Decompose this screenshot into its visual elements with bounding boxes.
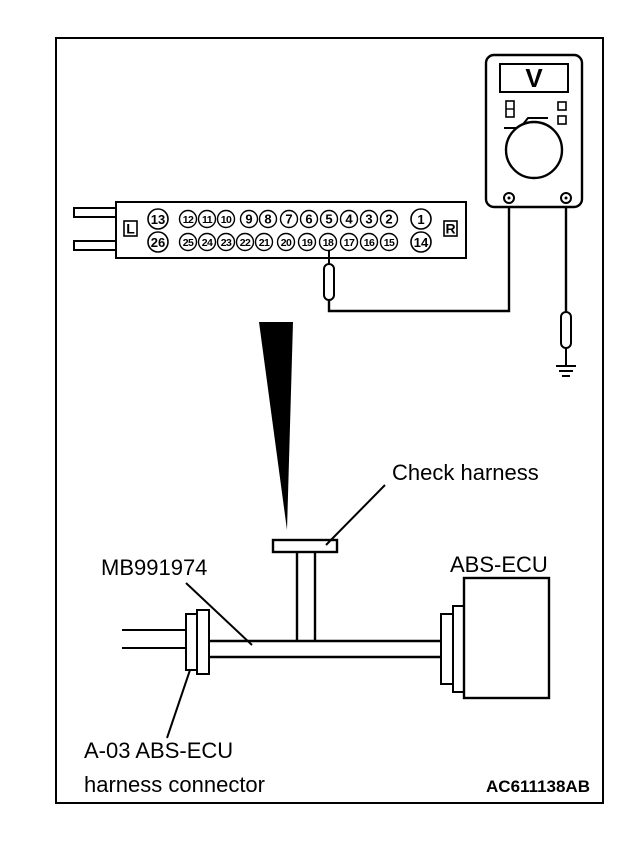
label-connector-line1: A-03 ABS-ECU bbox=[84, 738, 233, 763]
harness-assembly bbox=[122, 538, 551, 700]
connector-right-end-box bbox=[443, 220, 458, 237]
connector-pin-20 bbox=[276, 232, 296, 252]
connector-pin-22-label: 22 bbox=[240, 237, 251, 249]
connector-pin-8-label: 8 bbox=[264, 212, 271, 227]
leader-lines bbox=[166, 484, 386, 739]
connector-pin-10 bbox=[216, 209, 236, 229]
connector-pin-25 bbox=[178, 232, 198, 252]
label-mb-tool: MB991974 bbox=[101, 555, 207, 580]
zoom-pointer-wedge bbox=[259, 322, 293, 530]
label-figure-code: AC611138AB bbox=[486, 777, 590, 796]
connector-pin-1 bbox=[410, 208, 432, 230]
connector-pin-21-label: 21 bbox=[259, 237, 270, 249]
connector-pin-26-label: 26 bbox=[151, 235, 165, 250]
connector-pin-5-label: 5 bbox=[325, 212, 332, 227]
voltmeter-dial bbox=[504, 120, 564, 180]
connector-pin-19 bbox=[297, 232, 317, 252]
connector-pin-7-label: 7 bbox=[285, 212, 292, 227]
connector-pin-11 bbox=[197, 209, 217, 229]
connector-pin-15-label: 15 bbox=[384, 237, 395, 249]
connector-pin-22 bbox=[235, 232, 255, 252]
connector-pin-23-label: 23 bbox=[221, 237, 232, 249]
connector-pin-13 bbox=[147, 208, 169, 230]
connector-pin-26 bbox=[147, 231, 169, 253]
leader-mb-tool bbox=[185, 582, 253, 646]
ground-probe-body bbox=[560, 311, 572, 349]
connector-pin-9-label: 9 bbox=[245, 212, 252, 227]
connector-pin-13-label: 13 bbox=[151, 212, 165, 227]
probe-wiring bbox=[323, 198, 576, 377]
connector-pin-19-label: 19 bbox=[302, 237, 313, 249]
voltmeter: V bbox=[484, 53, 584, 209]
connector-pin-3-label: 3 bbox=[365, 212, 372, 227]
connector-pin-4 bbox=[339, 209, 359, 229]
check-harness-connector bbox=[271, 538, 339, 554]
connector-left-end-box bbox=[123, 220, 138, 237]
connector-pin-21 bbox=[254, 232, 274, 252]
leader-harness-connector bbox=[166, 669, 191, 739]
probe-body bbox=[323, 263, 335, 301]
connector-pin-24-label: 24 bbox=[202, 237, 213, 249]
leader-check-harness bbox=[325, 484, 386, 546]
connector-pin-5 bbox=[319, 209, 339, 229]
voltmeter-display bbox=[499, 63, 569, 93]
connector-pin-12-label: 12 bbox=[183, 214, 194, 226]
voltmeter-button-top bbox=[557, 101, 567, 111]
connector-pin-17-label: 17 bbox=[344, 237, 355, 249]
connector-block: L R 13 26 12 11 10 9 8 7 6 5 4 3 2 25 bbox=[73, 201, 467, 259]
connector-lead-bottom bbox=[73, 240, 119, 251]
connector-pin-3 bbox=[359, 209, 379, 229]
connector-lead-top bbox=[73, 207, 119, 218]
connector-left-end-label: L bbox=[126, 221, 135, 237]
voltmeter-terminal-positive-dot bbox=[507, 196, 511, 200]
connector-pin-16-label: 16 bbox=[364, 237, 375, 249]
connector-pin-6-label: 6 bbox=[305, 212, 312, 227]
label-check-harness: Check harness bbox=[392, 460, 539, 485]
connector-pin-10-label: 10 bbox=[221, 214, 232, 226]
connector-pin-9 bbox=[239, 209, 259, 229]
connector-pin-2 bbox=[379, 209, 399, 229]
connector-pin-11-label: 11 bbox=[202, 214, 213, 226]
label-abs-ecu: ABS-ECU bbox=[450, 552, 548, 577]
connector-pin-15 bbox=[379, 232, 399, 252]
connector-pin-8 bbox=[258, 209, 278, 229]
connector-pin-4-label: 4 bbox=[345, 212, 353, 227]
connector-pin-6 bbox=[299, 209, 319, 229]
figure-frame bbox=[55, 37, 604, 804]
voltmeter-display-letter: V bbox=[525, 63, 543, 93]
abs-ecu-box bbox=[462, 576, 551, 700]
connector-pin-20-label: 20 bbox=[281, 237, 292, 249]
connector-pin-7 bbox=[279, 209, 299, 229]
connector-pin-16 bbox=[359, 232, 379, 252]
connector-pin-1-label: 1 bbox=[417, 212, 424, 227]
connector-right-end-label: R bbox=[445, 221, 455, 237]
connector-pin-14 bbox=[410, 231, 432, 253]
connector-pin-18-label: 18 bbox=[323, 237, 334, 249]
connector-pin-17 bbox=[339, 232, 359, 252]
probe-wire bbox=[327, 198, 511, 313]
voltmeter-terminal-negative-dot bbox=[564, 196, 568, 200]
connector-pin-23 bbox=[216, 232, 236, 252]
connector-pin-12 bbox=[178, 209, 198, 229]
label-connector-line2: harness connector bbox=[84, 772, 265, 797]
connector-pin-2-label: 2 bbox=[385, 212, 392, 227]
connector-pin-14-label: 14 bbox=[414, 235, 429, 250]
voltmeter-button-bottom bbox=[557, 115, 567, 125]
harness-connector-flange-right bbox=[196, 609, 210, 675]
connector-pin-24 bbox=[197, 232, 217, 252]
connector-pin-25-label: 25 bbox=[183, 237, 194, 249]
